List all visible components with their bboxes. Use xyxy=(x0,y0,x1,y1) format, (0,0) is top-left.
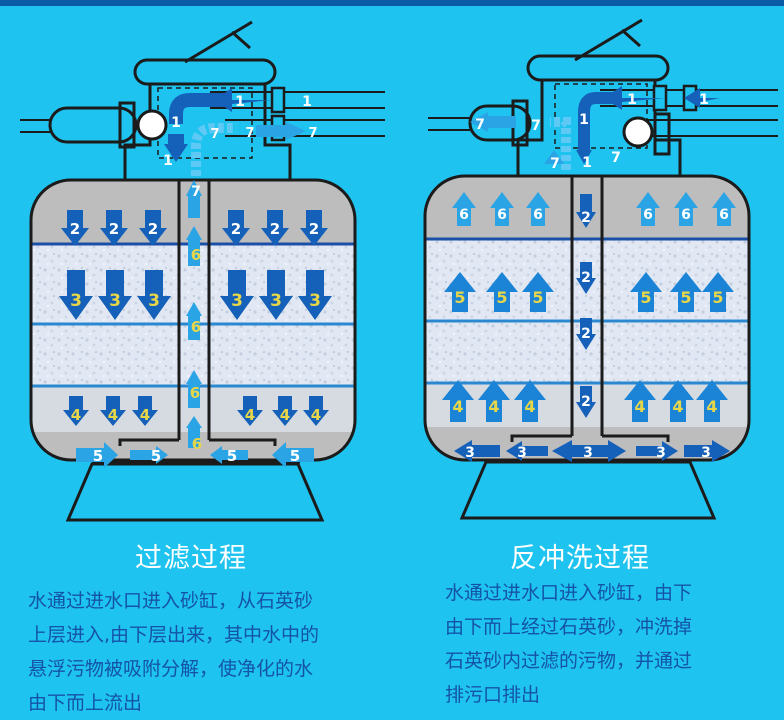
svg-text:2: 2 xyxy=(148,220,158,238)
tank-stand xyxy=(65,462,325,522)
svg-text:7: 7 xyxy=(550,156,560,172)
svg-text:3: 3 xyxy=(583,445,593,461)
svg-text:4: 4 xyxy=(280,406,290,424)
svg-text:4: 4 xyxy=(140,406,150,424)
svg-text:5: 5 xyxy=(290,447,300,465)
svg-text:4: 4 xyxy=(672,397,683,416)
filtration-diagram: 1 1 1 1 7 7 7 7 222 222 333 333 444 444 … xyxy=(20,20,385,522)
svg-text:5: 5 xyxy=(532,288,543,307)
svg-text:4: 4 xyxy=(71,406,81,424)
arrow-label-7: 7 xyxy=(308,126,317,141)
arrow-label-1: 1 xyxy=(235,94,245,110)
arrow-label-1: 1 xyxy=(171,115,181,131)
svg-text:7: 7 xyxy=(611,150,621,166)
svg-text:2: 2 xyxy=(309,220,319,238)
svg-text:2: 2 xyxy=(70,220,80,238)
svg-text:4: 4 xyxy=(706,397,717,416)
svg-text:6: 6 xyxy=(497,207,507,223)
drain-pipe xyxy=(468,104,532,142)
svg-text:6: 6 xyxy=(681,207,691,223)
svg-text:2: 2 xyxy=(270,220,280,238)
svg-text:3: 3 xyxy=(465,445,475,461)
svg-text:6: 6 xyxy=(192,435,202,453)
svg-text:6: 6 xyxy=(190,384,200,402)
description-line: 石英砂内过滤的污物，并通过 xyxy=(445,650,693,672)
arrow-label-7: 7 xyxy=(210,127,219,142)
svg-text:3: 3 xyxy=(148,291,160,311)
svg-text:4: 4 xyxy=(452,397,463,416)
arrow-label-1: 1 xyxy=(302,94,312,110)
svg-text:6: 6 xyxy=(459,207,469,223)
svg-text:5: 5 xyxy=(712,288,723,307)
backwash-diagram: 1 1 1 1 7 7 7 7 6 6 6 6 6 6 2 2 2 2 3 3 3 3 3 5 5 5 5 5 5 4 4 4… xyxy=(423,18,778,520)
sand-filter-diagrams: 1 1 1 1 7 7 7 7 222 222 333 333 444 444 … xyxy=(20,18,778,522)
svg-text:2: 2 xyxy=(581,326,591,342)
svg-text:2: 2 xyxy=(581,394,591,410)
svg-text:3: 3 xyxy=(309,291,321,311)
svg-text:6: 6 xyxy=(719,207,729,223)
svg-text:7: 7 xyxy=(475,117,485,133)
description-line: 排污口排出 xyxy=(445,684,541,706)
svg-text:5: 5 xyxy=(680,288,691,307)
filtration-description: 水通过进水口进入砂缸，从石英砂 上层进入,由下层出来，其中水中的 悬浮污物被吸附… xyxy=(28,584,319,720)
svg-text:4: 4 xyxy=(524,397,535,416)
filtration-title: 过滤过程 xyxy=(135,543,247,574)
inlet-pipe xyxy=(48,106,138,144)
svg-text:3: 3 xyxy=(701,445,711,461)
svg-text:5: 5 xyxy=(227,447,237,465)
arrow-label-1: 1 xyxy=(163,153,173,169)
description-line: 水通过进水口进入砂缸，由下 xyxy=(445,582,693,604)
description-line: 由下而上经过石英砂，冲洗掉 xyxy=(445,616,693,638)
svg-text:4: 4 xyxy=(488,397,499,416)
svg-text:1: 1 xyxy=(699,92,709,108)
svg-text:6: 6 xyxy=(191,246,201,264)
backwash-description: 水通过进水口进入砂缸，由下 由下而上经过石英砂，冲洗掉 石英砂内过滤的污物，并通… xyxy=(445,576,692,712)
svg-text:6: 6 xyxy=(533,207,543,223)
description-line: 水通过进水口进入砂缸，从石英砂 xyxy=(28,590,314,612)
valve-head xyxy=(133,58,277,86)
svg-text:3: 3 xyxy=(656,445,666,461)
svg-text:2: 2 xyxy=(581,270,591,286)
svg-text:3: 3 xyxy=(517,445,527,461)
tank-stand xyxy=(459,460,717,520)
svg-text:5: 5 xyxy=(93,447,103,465)
description-line: 上层进入,由下层出来，其中水中的 xyxy=(28,624,320,646)
svg-text:4: 4 xyxy=(245,406,255,424)
valve-handle xyxy=(184,20,253,64)
svg-text:3: 3 xyxy=(109,291,121,311)
svg-text:4: 4 xyxy=(108,406,118,424)
svg-text:6: 6 xyxy=(191,318,201,336)
svg-text:1: 1 xyxy=(579,112,589,128)
description-line: 由下而上流出 xyxy=(28,692,143,714)
svg-text:2: 2 xyxy=(109,220,119,238)
arrow-label-7: 7 xyxy=(191,184,201,200)
top-band xyxy=(0,0,784,6)
svg-text:5: 5 xyxy=(640,288,651,307)
arrow-label-7: 7 xyxy=(245,126,254,141)
svg-text:1: 1 xyxy=(627,92,637,108)
valve-handle xyxy=(574,18,643,62)
svg-text:4: 4 xyxy=(634,397,645,416)
svg-text:3: 3 xyxy=(70,291,82,311)
svg-text:4: 4 xyxy=(311,406,321,424)
svg-text:2: 2 xyxy=(231,220,241,238)
svg-text:3: 3 xyxy=(270,291,282,311)
svg-text:5: 5 xyxy=(454,288,465,307)
svg-text:6: 6 xyxy=(643,207,653,223)
svg-text:3: 3 xyxy=(231,291,243,311)
svg-text:7: 7 xyxy=(531,118,541,134)
svg-text:5: 5 xyxy=(151,447,161,465)
svg-text:1: 1 xyxy=(582,155,592,171)
svg-text:5: 5 xyxy=(496,288,507,307)
valve-head xyxy=(526,54,670,82)
description-line: 悬浮污物被吸附分解，使净化的水 xyxy=(28,658,314,680)
svg-text:2: 2 xyxy=(581,210,591,226)
backwash-title: 反冲洗过程 xyxy=(510,543,650,574)
